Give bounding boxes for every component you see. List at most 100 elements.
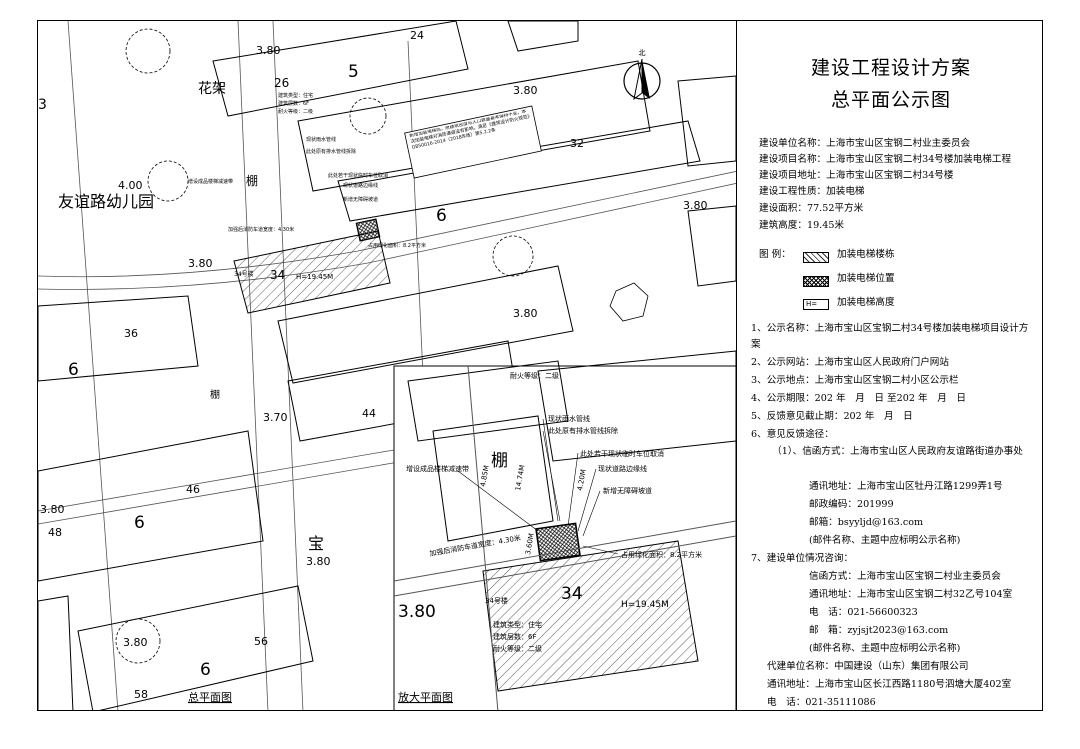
note-7: （1）、信函方式：上海市宝山区人民政府友谊路街道办事处	[772, 446, 1023, 457]
callout-detail-5: 新增无障碍坡道	[603, 486, 652, 495]
detail-bldg-34: 34	[561, 584, 583, 604]
callout-main-1: 现状雨水管线	[306, 136, 336, 143]
north-arrow: 北	[623, 49, 661, 101]
consult-phone: 电 话：021-56600323	[809, 607, 918, 618]
buildings	[38, 21, 736, 710]
elevation-6: 3.80	[40, 503, 65, 516]
note-4: 4、公示期限：202 年 月 日 至202 年 月 日	[751, 393, 966, 404]
callout-main-3: 此处若干现状临时车位取消	[328, 172, 388, 179]
caption-detail: 放大平面图	[398, 690, 453, 704]
legend-label-building: 加装电梯楼栋	[837, 249, 895, 260]
panel-title-1: 建设工程设计方案	[810, 57, 971, 79]
callout-detail-7: 占用绿化面积：8.2平方米	[621, 550, 702, 559]
building-numbers: 5 24 26 32 6 36 6 44 46 6 48 56 6 58 3	[38, 29, 584, 701]
elevation-4: 3.80	[513, 84, 538, 97]
height-mark-main: H=19.45M	[296, 273, 333, 281]
agent-address: 通讯地址：上海市宝山区长江西路1180号泗塘大厦402室	[767, 679, 1012, 690]
callout-main-2: 此处原有排水管线拆除	[306, 148, 356, 155]
callouts-main: 现状雨水管线 此处原有排水管线拆除 此处若干现状临时车位取消 现状道路边缘线 新…	[188, 136, 426, 249]
feedback-note: (邮件名称、主题中应标明公示名称)	[809, 535, 961, 546]
elevation-5: 3.70	[263, 411, 288, 424]
elevation-10: 3.80	[513, 307, 538, 320]
bldg-32: 32	[570, 137, 584, 150]
feedback-postcode: 邮政编码：201999	[809, 499, 894, 510]
detail-inset: 棚 3.80 34 34号楼 H=19.45M 建筑类型：住宅 建筑层数：6F …	[393, 350, 736, 710]
drawing-sheet: 北 友谊路幼儿园 花架 棚 棚 宝 3.80 4.00 3.80 3.80 3.…	[37, 20, 1043, 711]
bldg-34-number: 34	[270, 268, 285, 282]
bldg-46: 46	[186, 483, 200, 496]
bldg-48: 48	[48, 526, 62, 539]
legend-swatch-hatch	[803, 252, 829, 263]
north-label: 北	[639, 49, 646, 57]
agent-name: 代建单位名称：中国建设（山东）集团有限公司	[767, 661, 969, 672]
info-area: 建设面积：77.52平方米	[759, 203, 864, 214]
consult-note: (邮件名称、主题中应标明公示名称)	[809, 643, 961, 654]
bldg-34-label: 34号楼	[234, 270, 254, 278]
info-height: 建筑高度：19.45米	[759, 220, 845, 231]
legend-swatch-height: H=	[803, 299, 829, 310]
callout-detail-1: 现状雨水管线	[548, 414, 590, 423]
elevation-2: 4.00	[118, 179, 143, 192]
detail-fire-grade: 耐火等级：二级	[510, 371, 559, 380]
bldg-6d: 6	[200, 660, 211, 680]
feedback-email: 邮箱：bsyyljd@163.com	[809, 517, 924, 528]
info-project-name: 建设项目名称：上海市宝山区宝钢二村34号楼加装电梯工程	[759, 154, 1012, 165]
info-line-b3: 耐火等级：二级	[493, 644, 542, 653]
trees	[115, 28, 649, 664]
note-3: 3、公示地点：上海市宝山区宝钢二村小区公示栏	[751, 375, 959, 386]
info-line-b1: 建筑类型：住宅	[493, 620, 542, 629]
bldg-44: 44	[362, 407, 376, 420]
bldg-5: 5	[348, 62, 359, 82]
elevation-7: 3.80	[306, 555, 331, 568]
agent-phone: 电 话：021-35111086	[767, 697, 876, 708]
callout-detail-2: 此处原有排水管线拆除	[548, 426, 618, 435]
elevation-8: 3.80	[123, 636, 148, 649]
consult-letter: 信函方式：上海市宝山区宝钢二村业主委员会	[809, 571, 1001, 582]
info-line-b2: 建筑层数：6F	[493, 632, 536, 641]
road-lines	[38, 21, 736, 710]
callout-main-6: 增设成品楼梯减速带	[188, 178, 233, 185]
consult-address: 通讯地址：上海市宝山区宝钢二村32乙号104室	[809, 589, 1013, 600]
elevator-position	[355, 218, 381, 242]
dim-2: 4.20M	[576, 469, 588, 492]
elevation-3: 3.80	[188, 257, 213, 270]
callout-detail-3: 此处若干现状临时车位取消	[580, 449, 664, 458]
info-project-address: 建设项目地址：上海市宝山区宝钢二村34号楼	[759, 170, 954, 181]
dim-4: 4.85M	[479, 465, 491, 488]
info-line-a2: 建筑层数：6F	[278, 100, 309, 107]
info-builder: 建设单位名称：上海市宝山区宝钢二村业主委员会	[759, 138, 971, 149]
shed-label-main: 棚	[246, 173, 258, 188]
callout-main-7: 占用绿化面积：8.2平方米	[368, 242, 426, 249]
elevation-9: 3.80	[683, 199, 708, 212]
consult-email: 邮 箱：zyjsjt2023@163.com	[809, 625, 949, 636]
callout-main-5: 新增无障碍坡道	[343, 196, 378, 203]
caption-main: 总平面图	[188, 690, 232, 704]
building-34	[233, 230, 391, 314]
bldg-36: 36	[124, 327, 138, 340]
detail-shed-label: 棚	[491, 451, 508, 471]
detail-elevation: 3.80	[398, 602, 436, 622]
info-line-a3: 耐火等级：二级	[278, 108, 313, 115]
site-plan: 北 友谊路幼儿园 花架 棚 棚 宝 3.80 4.00 3.80 3.80 3.…	[38, 21, 736, 710]
note-1: 1、公示名称：上海市宝山区宝钢二村34号楼加装电梯项目设计方案	[751, 323, 1029, 350]
legend-label-height: 加装电梯高度	[837, 297, 895, 308]
traffic-note: 新增加装电梯后，原建筑密度与人口数量基本保持不变，本次加装电梯对消防通道没有影响…	[408, 109, 531, 151]
shed-label-2: 棚	[210, 388, 220, 401]
bldg-58: 58	[134, 688, 148, 701]
detail-bldg-34-label: 34号楼	[485, 596, 508, 605]
bldg-6b: 6	[68, 360, 79, 380]
detail-height-mark: H=19.45M	[621, 600, 669, 610]
pergola-label: 花架	[198, 81, 226, 97]
dim-3: 3.60M	[524, 533, 536, 556]
legend-label-position: 加装电梯位置	[837, 273, 895, 284]
callout-detail-6: 增设成品楼梯减速带	[406, 464, 469, 473]
panel-title-2: 总平面公示图	[830, 89, 951, 111]
elevation-marks: 3.80 4.00 3.80 3.80 3.70 3.80 3.80 3.80 …	[40, 44, 708, 649]
bldg-3: 3	[38, 97, 47, 113]
info-panel: 建设工程设计方案 总平面公示图 建设单位名称：上海市宝山区宝钢二村业主委员会 建…	[736, 21, 1042, 710]
callout-detail-4: 现状道路边缘线	[598, 464, 647, 473]
elevation-1: 3.80	[256, 44, 281, 57]
info-nature: 建设工程性质：加装电梯	[759, 186, 865, 197]
bldg-24: 24	[410, 29, 424, 42]
note-6: 6、意见反馈途径：	[751, 429, 834, 440]
